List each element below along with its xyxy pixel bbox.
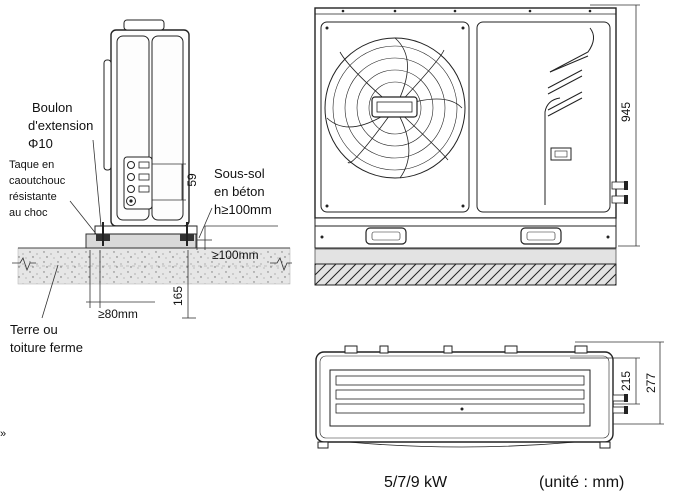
rubber-label-line-3: résistante — [9, 191, 57, 203]
concrete-label-line-1: Sous-sol — [214, 166, 265, 181]
side-view: 59 ≥100mm 165 ≥80mm Boulon d'extension Φ… — [9, 19, 292, 355]
model-label: 5/7/9 kW — [384, 474, 448, 491]
dim-clearance: ≥100mm — [212, 248, 259, 262]
unit-top-casing — [315, 351, 614, 443]
bolt-label-line-2: d'extension — [28, 118, 93, 133]
dim-59: 59 — [185, 173, 199, 187]
front-view: 945 — [314, 4, 640, 286]
fan-grille — [320, 21, 470, 213]
unit-base-frame — [94, 225, 198, 235]
rubber-label-line-4: au choc — [9, 207, 48, 219]
dim-165: 165 — [171, 286, 185, 306]
concrete-label-line-2: en béton — [214, 184, 265, 199]
concrete-label-line-3: h≥100mm — [214, 202, 272, 217]
rubber-label-line-1: Taque en — [9, 159, 54, 171]
unit-side-body — [103, 19, 190, 227]
ground-label-line-2: toiture ferme — [10, 340, 83, 355]
bolt-label-line-1: Boulon — [32, 100, 72, 115]
top-view: 215 277 — [315, 341, 664, 449]
rubber-label-line-2: caoutchouc — [9, 175, 66, 187]
ground-label-line-1: Terre ou — [10, 322, 58, 337]
ground-strip — [17, 247, 291, 285]
top-grille — [329, 369, 591, 427]
unit-front-casing — [314, 7, 617, 219]
dim-945: 945 — [619, 102, 633, 122]
service-panel — [476, 21, 628, 213]
bolt-label-line-3: Φ10 — [28, 136, 53, 151]
stray-mark: » — [0, 428, 6, 440]
front-base-frame — [314, 217, 617, 227]
dim-277: 277 — [644, 373, 658, 393]
dim-80: ≥80mm — [98, 307, 138, 321]
unit-label: (unité : mm) — [539, 474, 624, 491]
dim-215: 215 — [619, 371, 633, 391]
